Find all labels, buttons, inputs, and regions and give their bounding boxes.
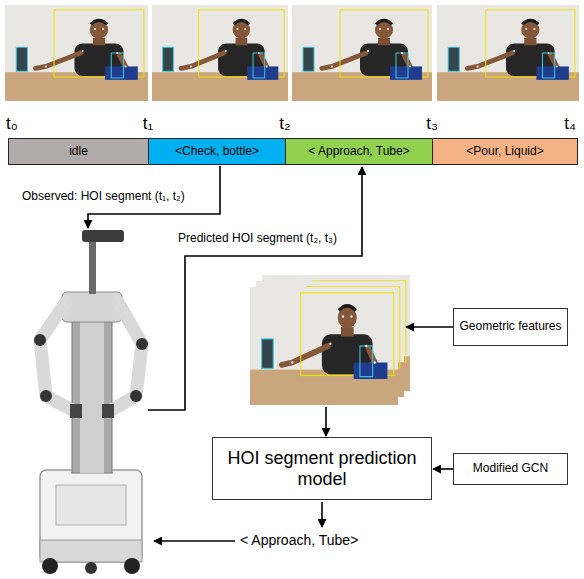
time-mark: t₀ [6,114,18,134]
node-text: idle [69,145,88,159]
frame-stack [250,275,410,405]
time-mark: t₃ [426,114,438,134]
time-mark: t₄ [564,114,576,134]
robot-figure [34,230,148,574]
feature-arrow [406,326,453,328]
node-text: <Pour, Liquid> [466,145,543,159]
timeline-segment: <Check, bottle> [148,138,286,165]
node-text: Geometric features [459,320,561,334]
video-frame [152,5,288,101]
time-mark: t₁ [143,114,153,134]
flow-arrows [88,166,453,541]
node-text: Modified GCN [473,462,548,476]
model-box: HOI segment prediction model [212,437,432,500]
connector-arrow [433,468,453,470]
video-frames [5,5,579,101]
output-label: < Approach, Tube> [240,532,358,548]
timeline-segment: <Pour, Liquid> [432,138,578,165]
feature-box: Geometric features [453,308,568,346]
timeline-segment: idle [8,138,149,165]
video-frame [5,5,148,101]
arrow-label: Observed: HOI segment (t₁, t₂) [22,190,185,204]
predicted-arrow [148,167,362,410]
video-frame [292,5,432,101]
arrow-label: Predicted HOI segment (t₂, t₃) [178,232,337,246]
method-box: Modified GCN [453,453,568,485]
timeline-segment: < Approach, Tube> [285,138,433,165]
input-arrow [325,407,327,436]
node-text: < Approach, Tube> [308,145,409,159]
node-text: HOI segment prediction model [218,448,426,489]
output-arrow [321,502,323,527]
node-text: <Check, bottle> [175,145,259,159]
time-mark: t₂ [279,114,290,134]
video-frame [437,5,579,101]
video-frame [250,287,398,405]
robot-arrow [154,540,235,542]
